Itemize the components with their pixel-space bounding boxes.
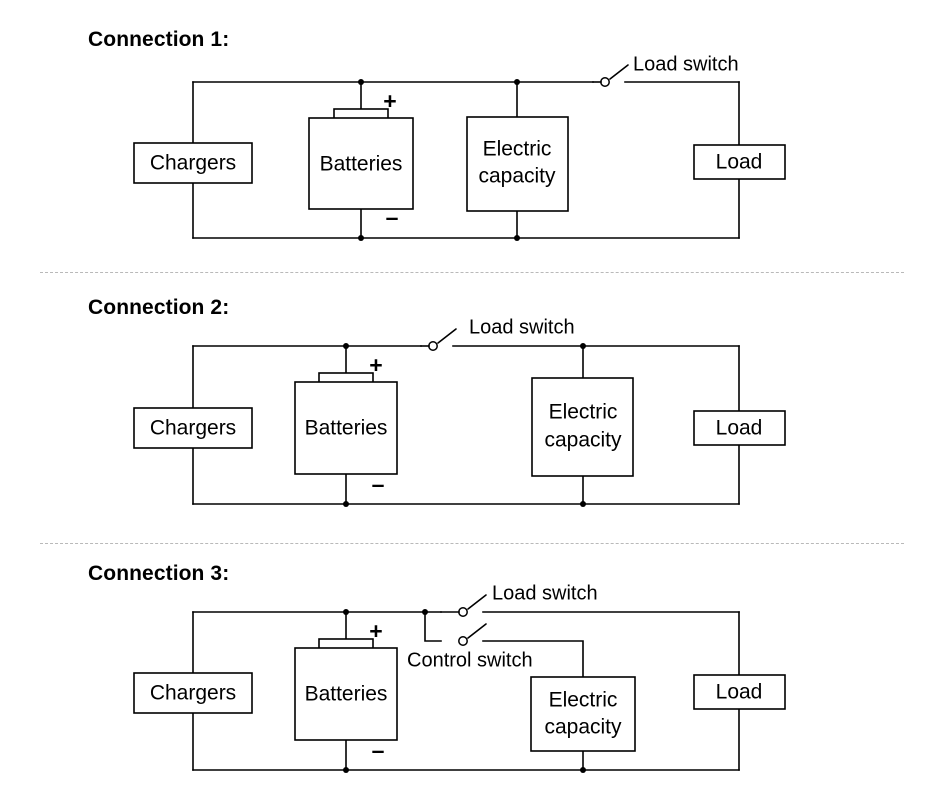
junction-dot	[343, 343, 349, 349]
load-label-c2: Load	[716, 417, 763, 440]
junction-dot	[343, 609, 349, 615]
junction-dot	[580, 343, 586, 349]
section-heading-connection-2: Connection 2:	[88, 296, 230, 319]
battery-plus-sign-c1: +	[383, 88, 396, 114]
chargers-label-c3: Chargers	[150, 682, 236, 705]
control-switch-label-c3: Control switch	[407, 649, 533, 671]
junction-dot	[343, 767, 349, 773]
load-switch-pivot-c2[interactable]	[428, 341, 438, 351]
load-switch-pivot-c3[interactable]	[458, 607, 468, 617]
batteries-box-c1[interactable]	[308, 117, 414, 210]
load-box-c3[interactable]	[693, 674, 786, 710]
junction-dot	[580, 767, 586, 773]
junction-dot	[343, 501, 349, 507]
batteries-label-c3: Batteries	[305, 683, 388, 706]
junction-dot	[580, 501, 586, 507]
section-heading-connection-1: Connection 1:	[88, 28, 230, 51]
circuit-connection-3: Load switch Control switch Batteries + –…	[133, 582, 786, 773]
load-switch-blade-c1[interactable]	[609, 64, 629, 80]
load-label-c1: Load	[716, 151, 763, 174]
chargers-label-c2: Chargers	[150, 417, 236, 440]
batteries-label-c2: Batteries	[305, 417, 388, 440]
load-switch-label-c2: Load switch	[469, 316, 575, 338]
load-switch-blade-c3[interactable]	[467, 594, 487, 610]
junction-dot	[422, 609, 428, 615]
section-heading-connection-3: Connection 3:	[88, 562, 230, 585]
electric-capacity-label-line1-c2: Electric	[549, 401, 618, 424]
load-box-c1[interactable]	[693, 144, 786, 180]
chargers-box-c1[interactable]	[133, 142, 253, 184]
electric-capacity-label-line1-c1: Electric	[483, 138, 552, 161]
load-switch-blade-c2[interactable]	[437, 328, 457, 344]
electric-capacity-box-c1[interactable]	[466, 116, 569, 212]
batteries-box-c2[interactable]	[294, 381, 398, 475]
electric-capacity-box-c2[interactable]	[531, 377, 634, 477]
control-switch-branch-c3	[424, 611, 442, 642]
control-switch-pivot-c3[interactable]	[458, 636, 468, 646]
junction-dot	[358, 79, 364, 85]
chargers-box-c2[interactable]	[133, 407, 253, 449]
load-switch-label-c3: Load switch	[492, 582, 598, 604]
circuit-connection-2: Load switch Batteries + – Electric capac…	[133, 316, 786, 507]
chargers-box-c3[interactable]	[133, 672, 253, 714]
battery-minus-sign-c2: –	[372, 471, 385, 497]
junction-dot	[358, 235, 364, 241]
battery-minus-sign-c1: –	[386, 204, 399, 230]
electric-capacity-label-line2-c2: capacity	[544, 429, 622, 452]
electric-capacity-label-line1-c3: Electric	[549, 689, 618, 712]
load-switch-pivot-c1[interactable]	[600, 77, 610, 87]
section-divider-1	[40, 272, 904, 273]
load-label-c3: Load	[716, 681, 763, 704]
batteries-box-c3[interactable]	[294, 647, 398, 741]
control-switch-blade-c3[interactable]	[467, 623, 487, 639]
junction-dot	[514, 79, 520, 85]
electric-capacity-label-line2-c3: capacity	[544, 716, 622, 739]
circuit-connection-1: Load switch Batteries + – Electric capac…	[133, 53, 786, 241]
battery-minus-sign-c3: –	[372, 737, 385, 763]
battery-plus-sign-c3: +	[369, 618, 382, 644]
electric-capacity-label-line2-c1: capacity	[478, 165, 556, 188]
section-divider-2	[40, 543, 904, 544]
load-box-c2[interactable]	[693, 410, 786, 446]
battery-plus-sign-c2: +	[369, 352, 382, 378]
control-switch-out-lead-c3	[482, 640, 584, 678]
electric-capacity-box-c3[interactable]	[530, 676, 636, 752]
load-switch-label-c1: Load switch	[633, 53, 739, 75]
junction-dot	[514, 235, 520, 241]
batteries-label-c1: Batteries	[320, 153, 403, 176]
chargers-label-c1: Chargers	[150, 152, 236, 175]
